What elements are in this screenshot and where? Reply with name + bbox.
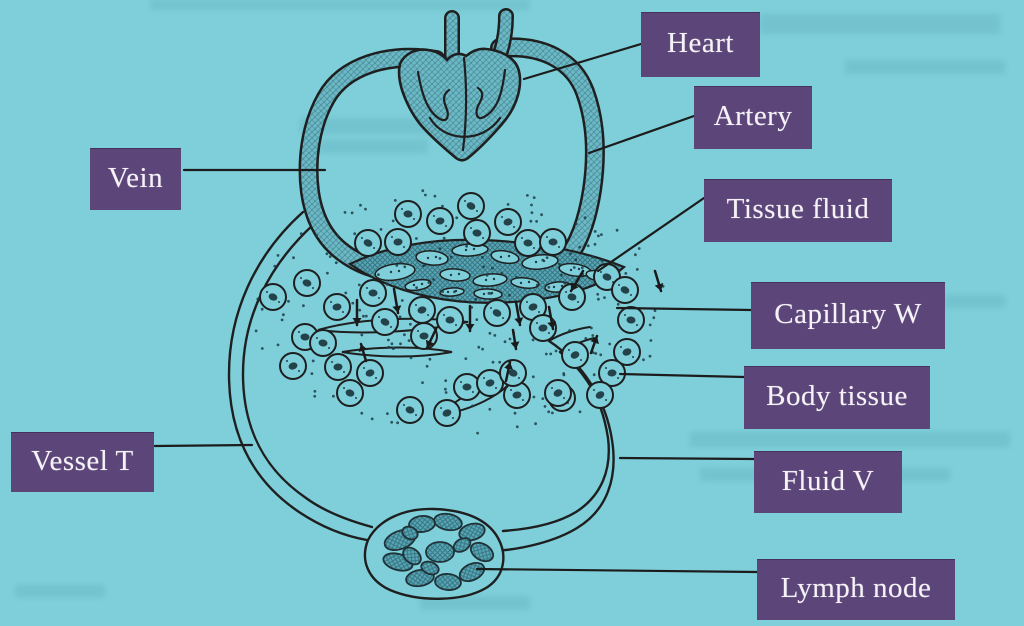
leader-lymph-node — [475, 567, 759, 574]
vein-vessel — [298, 47, 446, 280]
leader-fluid-v — [618, 456, 756, 461]
label-tissue-fluid: Tissue fluid — [704, 179, 892, 242]
leader-lines — [153, 42, 759, 574]
tissue-fluid-dots — [254, 189, 665, 435]
label-artery: Artery — [694, 86, 812, 149]
leader-heart — [522, 42, 643, 81]
lymph-node-drawing — [363, 507, 505, 600]
label-vein: Vein — [90, 148, 181, 210]
leader-capillary-w — [615, 306, 753, 312]
label-body-tissue: Body tissue — [744, 366, 930, 429]
leader-tissue-fluid — [596, 196, 706, 273]
label-heart: Heart — [641, 12, 760, 77]
label-vessel-t: Vessel T — [11, 432, 154, 492]
heart-drawing — [397, 8, 522, 162]
leader-body-tissue — [618, 372, 746, 379]
label-fluid-v: Fluid V — [754, 451, 902, 513]
label-capillary-w: Capillary W — [751, 282, 945, 349]
leader-artery — [587, 114, 696, 155]
flow-arrows — [352, 269, 664, 383]
tissue-cells — [259, 192, 645, 427]
label-lymph-node: Lymph node — [757, 559, 955, 620]
leader-vessel-t — [153, 443, 254, 448]
